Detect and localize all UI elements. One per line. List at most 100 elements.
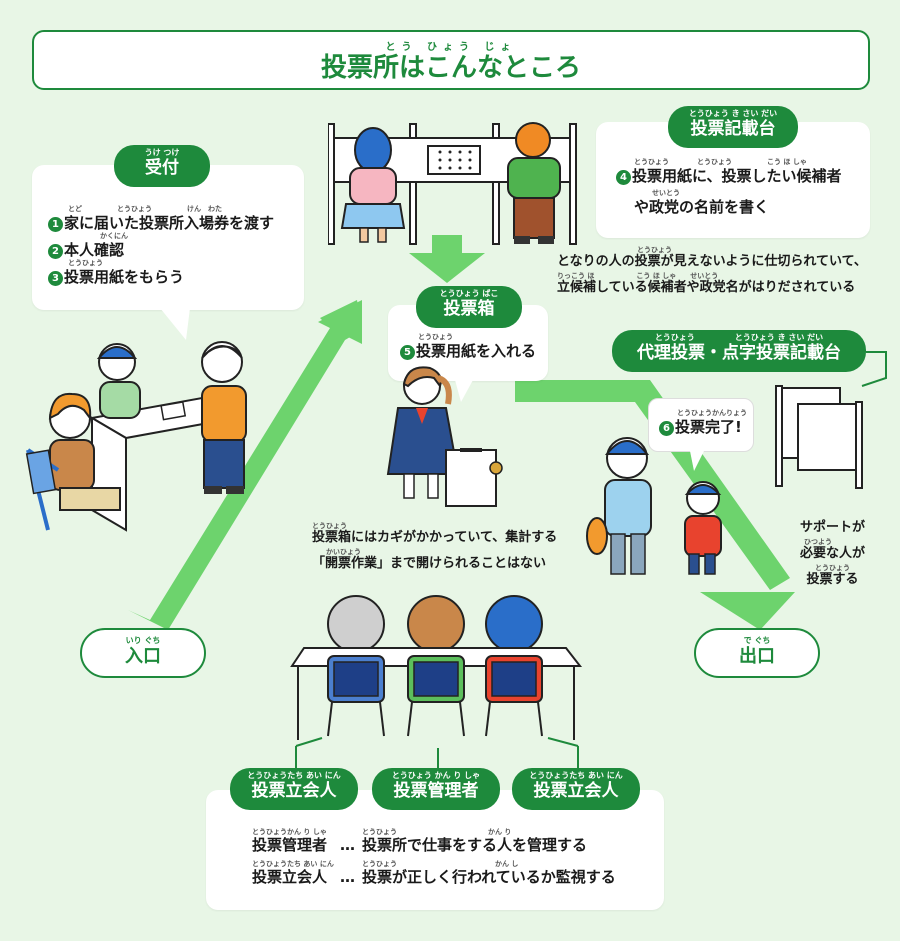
proxy-note: サポートが ひつよう 必要な人が とうひょう 投票する <box>800 520 865 588</box>
exit-arrow-head <box>700 592 795 630</box>
staff-left-ruby: とうひょうたち あい にん <box>247 771 341 780</box>
connector-right-h <box>547 737 579 747</box>
staff-center-ruby: とうひょう かん り しゃ <box>391 771 481 780</box>
reception-item-1-ruby: とど とうひょう けん わた <box>68 205 222 213</box>
reception-item-1-text: 家に届いた投票所入場券を渡す <box>64 214 275 232</box>
staff-left-label: とうひょうたち あい にん 投票立会人 <box>230 768 358 810</box>
staff-row-2: とうひょうたち あい にん 投票立会人 … とうひょう かん し 投票が正しく行… <box>252 860 664 886</box>
booth-note: とうひょう となりの人の投票が見えないように仕切られていて、 りっこう ほ こう… <box>557 246 867 296</box>
staff-center-label: とうひょう かん り しゃ 投票管理者 <box>372 768 500 810</box>
proxy-note-ruby2: ひつよう <box>804 538 832 546</box>
proxy-note-line3: 投票する <box>806 572 859 587</box>
ballot-box-note-ruby2: かいひょう <box>326 548 361 556</box>
staff-row-1-sep: … <box>340 836 355 854</box>
entrance-text: 入口 <box>125 646 161 667</box>
booth-line2: や政党の名前を書く <box>634 198 770 216</box>
reception-label: うけ つけ 受付 <box>114 145 210 187</box>
ballot-box-line-text: 投票用紙を入れる <box>416 342 537 360</box>
ballot-box-label: とうひょう ばこ 投票箱 <box>416 286 522 328</box>
booth-line1-text: 投票用紙に、投票したい候補者 <box>632 167 842 185</box>
staff-center-text: 投票管理者 <box>393 781 479 801</box>
proxy-label-text: 代理投票・点字投票記載台 <box>637 343 841 363</box>
booth-label-ruby: とうひょう き さい だい <box>688 109 778 118</box>
step-number-3: 3 <box>48 271 63 286</box>
reception-illustration <box>25 341 247 532</box>
staff-card: とうひょうかん り しゃ 投票管理者 … とうひょう かん り 投票所で仕事をす… <box>206 790 664 910</box>
ballot-box-note-line2: 「開票作業」まで開けられることはない <box>312 556 547 571</box>
connector-proxy <box>861 351 887 387</box>
staff-row-1-desc-ruby: とうひょう かん り <box>362 828 512 836</box>
staff-row-1-term: 投票管理者 <box>252 836 328 854</box>
page-title-box: とう ひょう じょ 投票所はこんなところ <box>32 30 870 90</box>
staff-right-text: 投票立会人 <box>533 781 619 801</box>
booth-line2-ruby: せいとう <box>652 189 680 197</box>
page-title: 投票所はこんなところ <box>320 53 581 83</box>
reception-item-2-text: 本人確認 <box>64 241 125 259</box>
ballot-box-illustration <box>386 366 503 507</box>
proxy-note-ruby3: とうひょう <box>815 564 850 572</box>
staff-right-label: とうひょうたち あい にん 投票立会人 <box>512 768 640 810</box>
reception-label-text: 受付 <box>145 158 179 178</box>
exit-ruby: で ぐち <box>743 636 771 645</box>
ballot-box-label-ruby: とうひょう ばこ <box>439 289 499 298</box>
entrance-ruby: いり ぐち <box>125 636 161 645</box>
booth-label: とうひょう き さい だい 投票記載台 <box>668 106 798 148</box>
ballot-box-card-tail <box>455 380 473 402</box>
booth-label-text: 投票記載台 <box>690 119 776 139</box>
connector-left-h <box>295 737 323 747</box>
proxy-label-ruby: とうひょう とうひょう き さい だい <box>654 333 824 342</box>
reception-item-3-ruby: とうひょう <box>68 259 103 267</box>
reception-item-3-text: 投票用紙をもらう <box>64 268 185 286</box>
step-number-1: 1 <box>48 217 63 232</box>
reception-item-2-ruby: かくにん <box>100 232 128 240</box>
reception-label-ruby: うけ つけ <box>144 148 180 157</box>
booth-line1-ruby: とうひょう とうひょう こう ほ しゃ <box>634 158 807 166</box>
family-illustration <box>586 437 722 575</box>
step-number-6: 6 <box>659 421 674 436</box>
booth-note-line2: 立候補している候補者や政党名がはりだされている <box>557 280 856 295</box>
staff-row-1-term-ruby: とうひょうかん り しゃ <box>252 828 327 836</box>
staff-row-2-desc: 投票が正しく行われているか監視する <box>362 868 616 886</box>
entrance-arrow-head <box>318 300 362 344</box>
reception-card-tail <box>160 308 190 340</box>
ballot-box-note: とうひょう 投票箱にはカギがかかっていて、集計する かいひょう 「開票作業」まで… <box>312 522 557 572</box>
proxy-booth-illustration <box>775 385 863 489</box>
booth-note-ruby1: とうひょう <box>637 246 672 254</box>
staff-left-text: 投票立会人 <box>251 781 337 801</box>
step-number-2: 2 <box>48 244 63 259</box>
step-number-4: 4 <box>616 170 631 185</box>
staff-row-2-sep: … <box>340 868 355 886</box>
step-number-5: 5 <box>400 345 415 360</box>
staff-row-2-term-ruby: とうひょうたち あい にん <box>252 860 334 868</box>
page-title-ruby: とう ひょう じょ <box>385 42 517 53</box>
ballot-box-note-ruby1: とうひょう <box>312 522 347 530</box>
ballot-box-line-ruby: とうひょう <box>418 333 453 341</box>
booth-note-line1: となりの人の投票が見えないように仕切られていて、 <box>557 254 867 269</box>
staff-row-1-desc: 投票所で仕事をする人を管理する <box>362 836 588 854</box>
proxy-label: とうひょう とうひょう き さい だい 代理投票・点字投票記載台 <box>612 330 866 372</box>
staff-right-ruby: とうひょうたち あい にん <box>529 771 623 780</box>
booth-down-arrow <box>409 235 485 283</box>
staff-table-illustration <box>290 595 583 740</box>
booth-note-ruby2: りっこう ほ こう ほ しゃ せいとう <box>557 272 719 280</box>
entrance-arrow <box>128 300 362 630</box>
proxy-note-line1: サポートが <box>800 520 866 535</box>
ballot-box-label-text: 投票箱 <box>443 299 495 319</box>
proxy-note-line2: 必要な人が <box>800 546 866 561</box>
exit-label: で ぐち 出口 <box>694 628 820 678</box>
complete-text: 投票完了! <box>675 418 742 436</box>
staff-row-2-desc-ruby: とうひょう かん し <box>362 860 519 868</box>
staff-row-1: とうひょうかん り しゃ 投票管理者 … とうひょう かん り 投票所で仕事をす… <box>252 828 664 854</box>
staff-row-2-term: 投票立会人 <box>252 868 328 886</box>
voting-booth-illustration <box>328 122 577 245</box>
complete-ruby: とうひょうかんりょう <box>677 409 747 417</box>
entrance-label: いり ぐち 入口 <box>80 628 206 678</box>
